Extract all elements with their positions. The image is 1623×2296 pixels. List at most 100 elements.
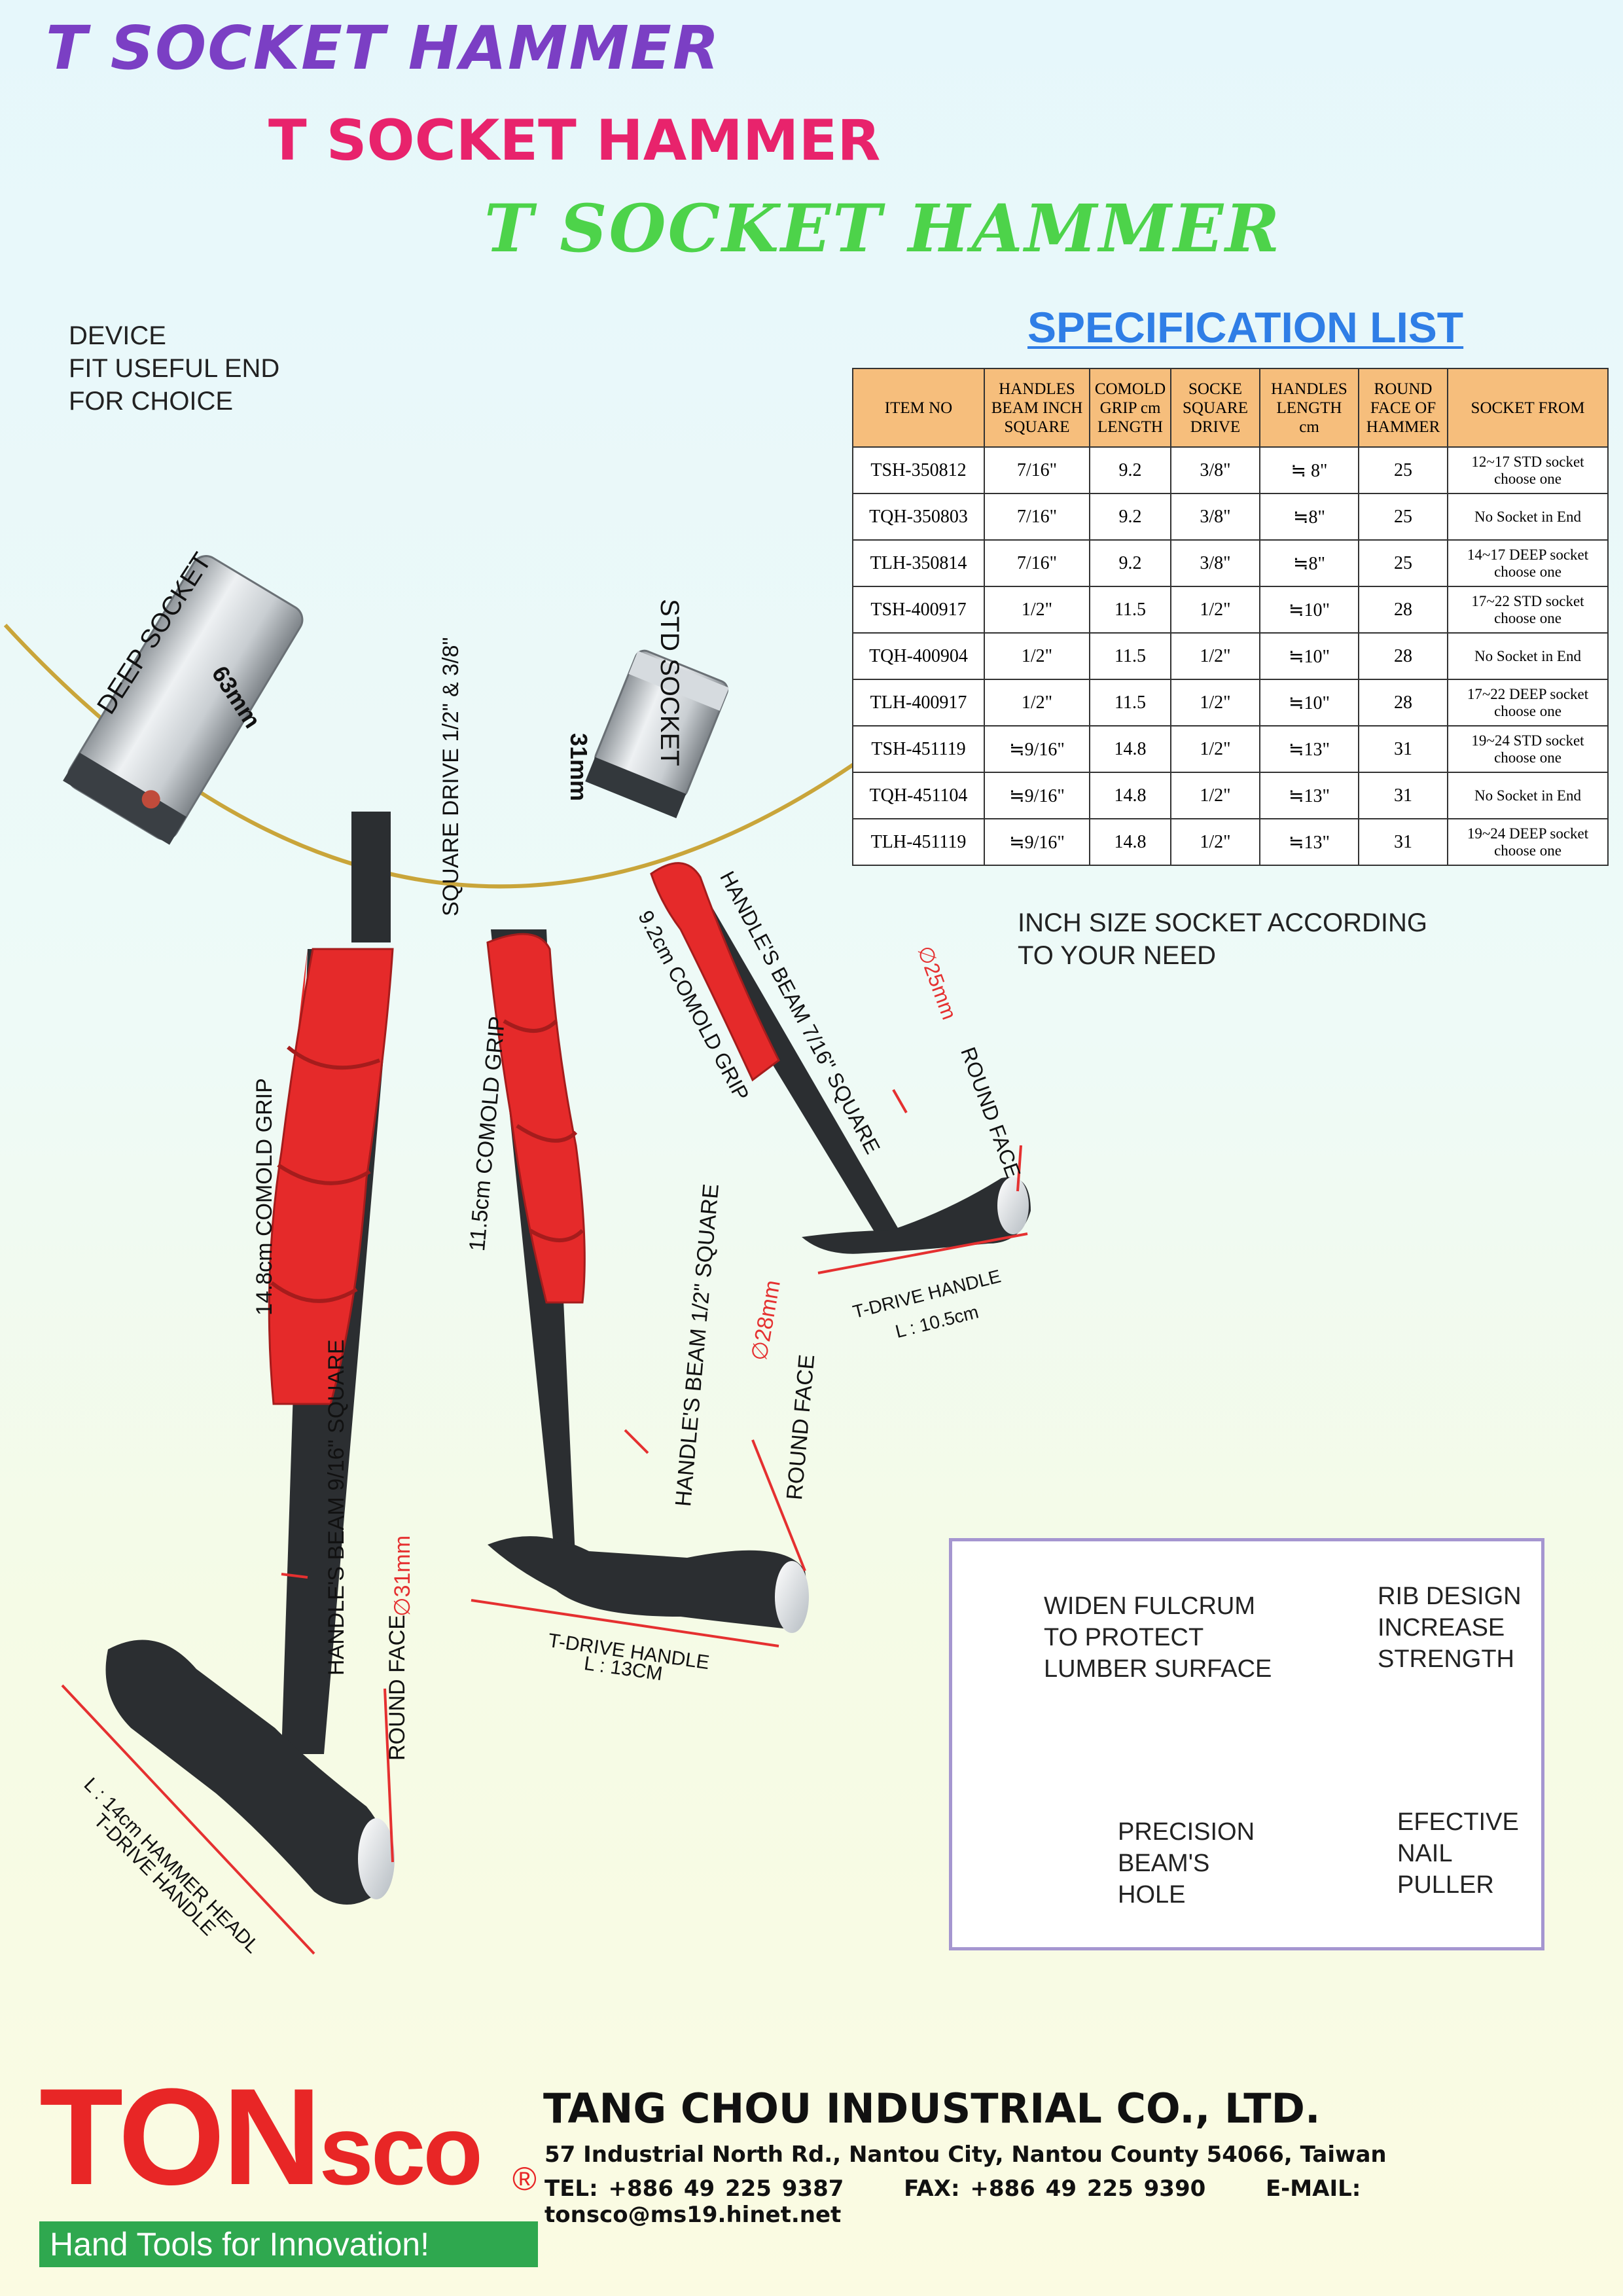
large-grip-label: 14.8cm COMOLD GRIP [252, 1078, 277, 1316]
table-cell: 7/16" [984, 539, 1090, 587]
table-cell: 25 [1358, 493, 1448, 541]
table-cell: 1/2" [1170, 586, 1260, 634]
table-cell: 25 [1358, 446, 1448, 494]
table-cell: 1/2" [1170, 679, 1260, 726]
col-item-no: ITEM NO [852, 368, 985, 448]
table-cell: 1/2" [1170, 725, 1260, 773]
large-face-size: ∅31mm [390, 1535, 415, 1617]
large-face-label: ROUND FACE [385, 1615, 410, 1761]
title-1: T SOCKET HAMMER [46, 13, 721, 83]
table-cell: ≒9/16" [984, 772, 1090, 819]
table-cell: 31 [1358, 772, 1448, 819]
registered-mark: ® [512, 2161, 537, 2197]
table-cell: 9.2 [1089, 446, 1171, 494]
table-cell: ≒9/16" [984, 818, 1090, 866]
table-cell: ≒ 8" [1259, 446, 1359, 494]
device-note-line: FOR CHOICE [69, 387, 234, 416]
table-cell: 31 [1358, 725, 1448, 773]
spec-title: SPECIFICATION LIST [1027, 303, 1464, 351]
company-address: 57 Industrial North Rd., Nantou City, Na… [544, 2142, 1387, 2168]
table-cell: 9.2 [1089, 493, 1171, 541]
company-contact: TEL: +886 49 225 9387 FAX: +886 49 225 9… [544, 2176, 1623, 2228]
company-name: TANG CHOU INDUSTRIAL CO., LTD. [543, 2085, 1321, 2132]
hammer-large-image [105, 812, 395, 1905]
std-socket-label: STD SOCKET [655, 599, 684, 766]
table-cell: TLH-350814 [852, 539, 985, 587]
table-cell: 25 [1358, 539, 1448, 587]
table-cell: 3/8" [1170, 493, 1260, 541]
table-cell: TSH-400917 [852, 586, 985, 634]
company-fax: FAX: +886 49 225 9390 [904, 2176, 1206, 2202]
table-cell: 7/16" [984, 493, 1090, 541]
std-socket-length: 31mm [565, 733, 592, 802]
company-tel: TEL: +886 49 225 9387 [544, 2176, 844, 2202]
table-cell: 17~22 DEEP socket choose one [1447, 679, 1609, 726]
table-cell: 9.2 [1089, 539, 1171, 587]
table-cell: 11.5 [1089, 586, 1171, 634]
table-cell: TLH-451119 [852, 818, 985, 866]
table-cell: 1/2" [984, 586, 1090, 634]
brand-logo: TONsco Hand Tools for Innovation! [39, 2068, 538, 2267]
inch-note-line: TO YOUR NEED [1018, 941, 1217, 970]
table-cell: ≒8" [1259, 539, 1359, 587]
brand-tagline: Hand Tools for Innovation! [39, 2221, 538, 2267]
table-cell: No Socket in End [1447, 493, 1609, 541]
table-cell: 1/2" [984, 632, 1090, 680]
table-cell: 28 [1358, 632, 1448, 680]
table-cell: 11.5 [1089, 679, 1171, 726]
table-cell: TSH-451119 [852, 725, 985, 773]
table-cell: 14.8 [1089, 818, 1171, 866]
table-cell: 1/2" [1170, 818, 1260, 866]
table-cell: 14~17 DEEP socket choose one [1447, 539, 1609, 587]
brand-logo-sco: sco [319, 2095, 482, 2205]
device-note-line: DEVICE [69, 321, 166, 350]
table-cell: ≒9/16" [984, 725, 1090, 773]
table-cell: ≒8" [1259, 493, 1359, 541]
table-cell: 3/8" [1170, 539, 1260, 587]
std-socket-image [585, 649, 729, 819]
table-cell: ≒10" [1259, 679, 1359, 726]
device-note: DEVICE FIT USEFUL END FOR CHOICE [69, 319, 279, 418]
table-cell: 19~24 STD socket choose one [1447, 725, 1609, 773]
table-cell: ≒10" [1259, 632, 1359, 680]
col-socket: SOCKET FROM [1447, 368, 1609, 448]
table-cell: 7/16" [984, 446, 1090, 494]
table-cell: 1/2" [1170, 772, 1260, 819]
table-cell: 17~22 STD socket choose one [1447, 586, 1609, 634]
inch-size-note: INCH SIZE SOCKET ACCORDING TO YOUR NEED [1018, 906, 1427, 972]
large-beam-label: HANDLE'S BEAM 9/16" SQUARE [324, 1339, 349, 1676]
dimension-lines [61, 1089, 1028, 1955]
table-cell: TSH-350812 [852, 446, 985, 494]
table-cell: 11.5 [1089, 632, 1171, 680]
table-cell: ≒10" [1259, 586, 1359, 634]
table-cell: 28 [1358, 586, 1448, 634]
device-note-line: FIT USEFUL END [69, 354, 280, 383]
square-drive-label: SQUARE DRIVE 1/2" & 3/8" [438, 637, 463, 916]
table-cell: TQH-350803 [852, 493, 985, 541]
title-3: T SOCKET HAMMER [484, 190, 1282, 267]
deep-socket-image [63, 555, 304, 845]
brand-logo-tons: TON [39, 2060, 321, 2214]
table-cell: 31 [1358, 818, 1448, 866]
table-cell: 28 [1358, 679, 1448, 726]
title-2: T SOCKET HAMMER [268, 108, 881, 173]
table-cell: ≒13" [1259, 772, 1359, 819]
